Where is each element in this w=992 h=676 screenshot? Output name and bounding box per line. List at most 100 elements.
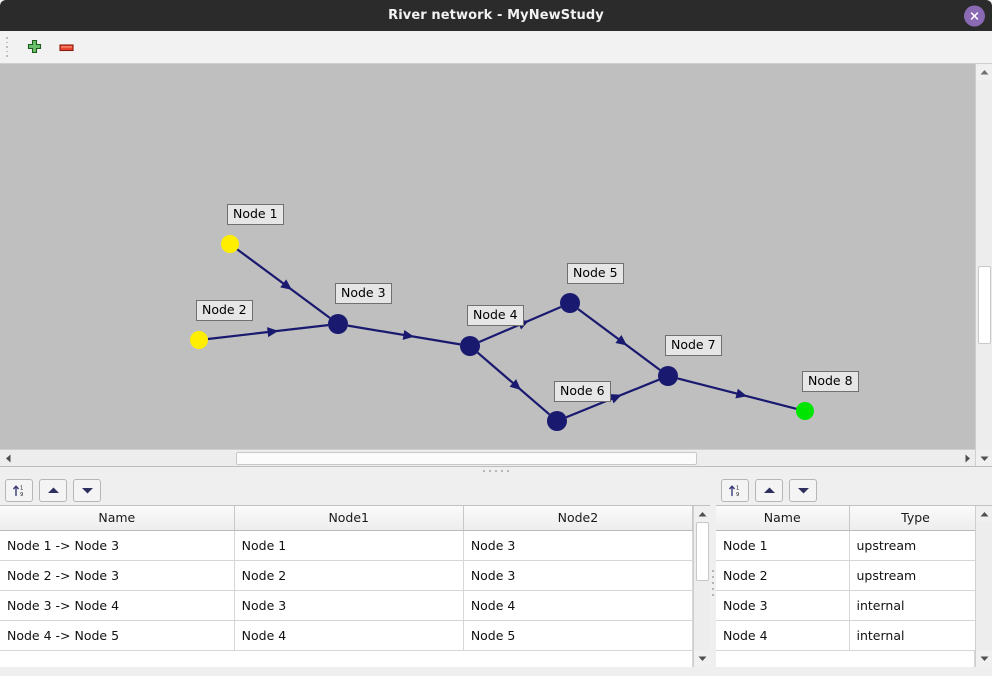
edge-arrow-icon — [509, 379, 521, 390]
graph-node-label[interactable]: Node 6 — [554, 381, 611, 402]
table-cell[interactable]: Node 3 — [234, 590, 464, 621]
table-cell[interactable]: Node 5 — [463, 620, 693, 651]
graph-node[interactable] — [560, 293, 580, 313]
main-toolbar — [0, 31, 992, 64]
scroll-right-icon[interactable] — [959, 450, 975, 466]
table-cell[interactable]: upstream — [849, 530, 975, 561]
diagram-hscrollbar[interactable] — [0, 449, 975, 466]
svg-text:1: 1 — [736, 485, 739, 491]
remove-node-icon[interactable] — [55, 36, 77, 58]
graph-node-label[interactable]: Node 7 — [665, 335, 722, 356]
graph-node-label[interactable]: Node 1 — [227, 204, 284, 225]
column-header[interactable]: Node2 — [463, 506, 693, 531]
horizontal-splitter[interactable] — [0, 466, 992, 475]
scroll-up-icon[interactable] — [976, 64, 992, 80]
title-bar: River network - MyNewStudy — [0, 0, 992, 31]
graph-node-label[interactable]: Node 3 — [335, 283, 392, 304]
edge-arrow-icon — [267, 327, 279, 338]
svg-text:1: 1 — [20, 485, 23, 491]
table-cell[interactable]: Node 2 — [716, 560, 850, 591]
table-cell[interactable]: Node 4 -> Node 5 — [0, 620, 235, 651]
toolbar-grip[interactable] — [5, 37, 11, 57]
close-icon[interactable] — [964, 5, 985, 26]
move-up-icon[interactable] — [755, 478, 783, 502]
graph-node[interactable] — [796, 402, 814, 420]
nodes-footer — [716, 666, 992, 676]
add-node-icon[interactable] — [23, 36, 45, 58]
vscroll-track[interactable] — [976, 80, 992, 450]
network-canvas[interactable]: Node 1 Node 2 Node 3 Node 4 Node 5 Node 6 Node… — [0, 64, 975, 449]
table-cell[interactable]: Node 3 — [463, 560, 693, 591]
graph-node-label[interactable]: Node 2 — [196, 300, 253, 321]
table-cell[interactable]: Node 3 — [716, 590, 850, 621]
scroll-down-icon[interactable] — [976, 450, 992, 466]
table-cell[interactable]: internal — [849, 620, 975, 651]
reaches-scroll-down-icon[interactable] — [694, 650, 710, 667]
vertical-splitter[interactable] — [710, 475, 716, 676]
nodes-scroll-up-icon[interactable] — [976, 506, 992, 522]
table-cell[interactable]: Node 4 — [463, 590, 693, 621]
sort-icon[interactable]: 1 9 — [5, 478, 33, 502]
move-up-icon[interactable] — [39, 478, 67, 502]
graph-node[interactable] — [460, 336, 480, 356]
move-down-icon[interactable] — [73, 478, 101, 502]
nodes-vscrollbar[interactable] — [975, 506, 992, 667]
table-cell[interactable]: Node 3 — [463, 530, 693, 561]
table-cell[interactable]: Node 1 — [234, 530, 464, 561]
nodes-toolbar: 1 9 — [716, 475, 992, 505]
reaches-scroll-up-icon[interactable] — [694, 506, 710, 522]
table-cell[interactable]: upstream — [849, 560, 975, 591]
reaches-vscrollbar[interactable] — [693, 506, 710, 667]
table-cell[interactable]: Node 1 — [716, 530, 850, 561]
reaches-vscroll-thumb[interactable] — [696, 522, 709, 581]
diagram-vscrollbar[interactable] — [975, 64, 992, 466]
column-header[interactable]: Type — [849, 506, 975, 531]
graph-node[interactable] — [190, 331, 208, 349]
graph-node[interactable] — [221, 235, 239, 253]
column-header[interactable]: Node1 — [234, 506, 464, 531]
table-cell[interactable]: internal — [849, 590, 975, 621]
table-cell[interactable]: Node 4 — [234, 620, 464, 651]
diagram-vscroll-thumb[interactable] — [978, 266, 991, 344]
table-cell[interactable]: Node 4 — [716, 620, 850, 651]
nodes-scroll-down-icon[interactable] — [976, 650, 992, 667]
sort-icon[interactable]: 1 9 — [721, 478, 749, 502]
scroll-left-icon[interactable] — [0, 450, 16, 466]
table-cell[interactable]: Node 3 -> Node 4 — [0, 590, 235, 621]
diagram-hscroll-thumb[interactable] — [236, 452, 697, 465]
column-header[interactable]: Name — [716, 506, 850, 531]
graph-node-label[interactable]: Node 4 — [467, 305, 524, 326]
table-cell[interactable]: Node 2 -> Node 3 — [0, 560, 235, 591]
table-cell[interactable]: Node 1 -> Node 3 — [0, 530, 235, 561]
network-diagram-panel: Node 1 Node 2 Node 3 Node 4 Node 5 Node 6 Node… — [0, 64, 992, 466]
svg-text:9: 9 — [736, 492, 739, 498]
graph-node-label[interactable]: Node 8 — [802, 371, 859, 392]
move-down-icon[interactable] — [789, 478, 817, 502]
edge-arrow-icon — [402, 329, 415, 340]
graph-node[interactable] — [547, 411, 567, 431]
graph-node-label[interactable]: Node 5 — [567, 263, 624, 284]
svg-text:9: 9 — [20, 492, 23, 498]
graph-node[interactable] — [658, 366, 678, 386]
table-cell[interactable]: Node 2 — [234, 560, 464, 591]
reaches-footer — [0, 666, 710, 676]
column-header[interactable]: Name — [0, 506, 235, 531]
graph-node[interactable] — [328, 314, 348, 334]
